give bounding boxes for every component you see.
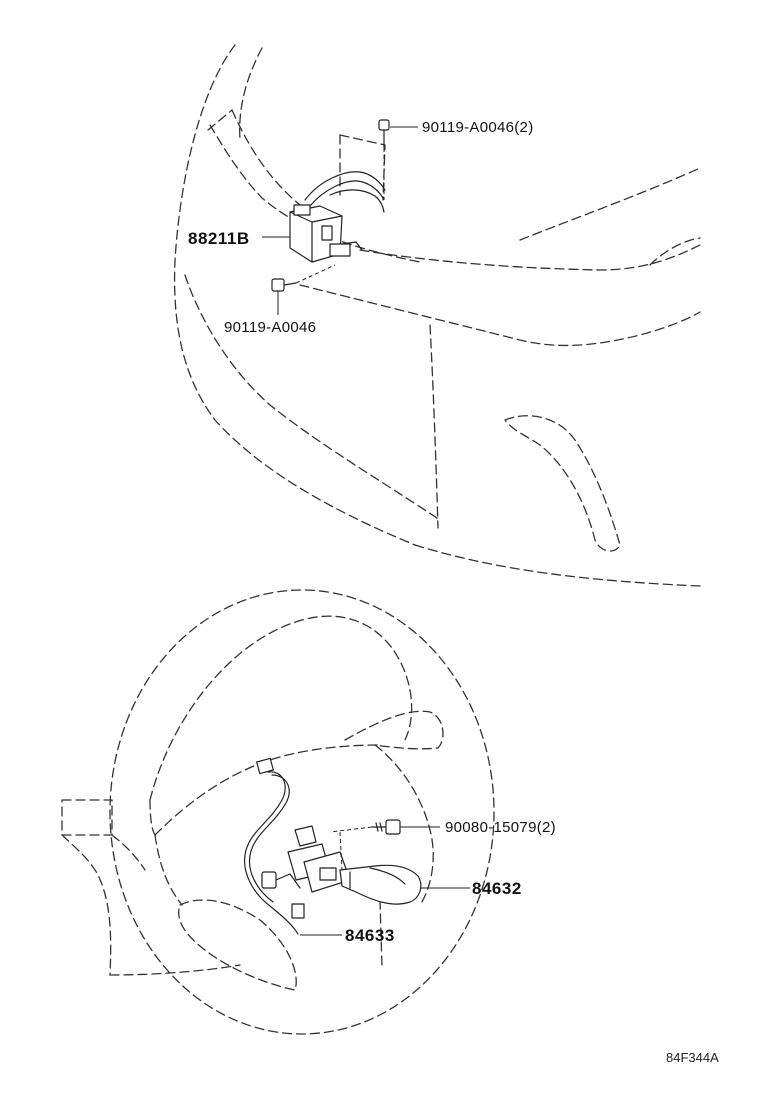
part-label-sensor: 88211B	[188, 229, 250, 248]
part-label-switch: 84632	[472, 879, 522, 898]
bolt-lower-icon	[271, 264, 336, 292]
part-label-bolt-lower: 90119-A0046	[224, 319, 316, 336]
wire-harness-icon	[244, 757, 305, 935]
part-label-screw: 90080-15079(2)	[445, 819, 556, 836]
steering-wheel-outline	[61, 589, 495, 1035]
part-label-bolt-top: 90119-A0046(2)	[422, 119, 534, 136]
switch-assembly-icon	[287, 825, 422, 905]
screw-icon	[329, 819, 401, 871]
diagram-reference-code: 84F344A	[666, 1050, 719, 1065]
front-bumper-outline	[173, 44, 701, 587]
bolt-top-icon	[378, 119, 390, 200]
bracket-outline	[339, 134, 386, 201]
sensor-icon	[289, 171, 386, 263]
part-label-wire: 84633	[345, 926, 395, 945]
